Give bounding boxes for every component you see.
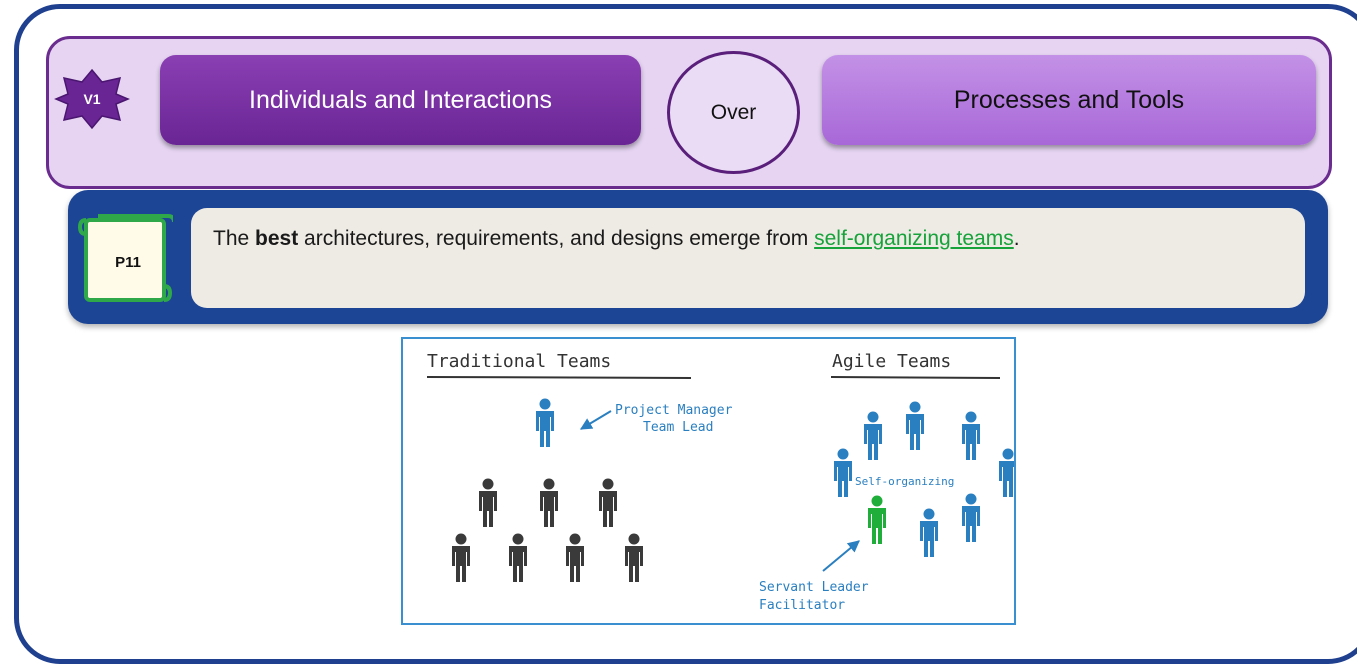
team-member-person-icon (566, 533, 584, 582)
principle-badge-label: P11 (115, 253, 141, 271)
value-badge-label: V1 (83, 91, 101, 107)
value-right-pill: Processes and Tools (822, 55, 1316, 145)
agile-underline (830, 376, 1001, 379)
agile-member-person-icon (999, 448, 1014, 497)
project-manager-label: Project Manager (615, 403, 733, 418)
team-member-person-icon (540, 478, 558, 527)
agile-member-person-icon (962, 493, 980, 542)
team-member-person-icon (452, 533, 470, 582)
servant-leader-person-icon (868, 495, 886, 544)
agile-member-person-icon (906, 401, 924, 450)
facilitator-label: Facilitator (759, 598, 845, 613)
servant-leader-arrow (822, 540, 860, 572)
value-left-pill: Individuals and Interactions (160, 55, 641, 145)
agile-member-person-icon (864, 411, 882, 460)
agile-member-person-icon (834, 448, 852, 497)
principle-text-bold: best (255, 227, 299, 250)
agile-member-person-icon (962, 411, 980, 460)
value-connector-circle: Over (667, 51, 800, 174)
principle-text-post: . (1013, 227, 1020, 250)
traditional-underline (426, 376, 692, 379)
team-member-person-icon (479, 478, 497, 527)
traditional-teams-title: Traditional Teams (427, 351, 611, 372)
principle-text-pre: The (213, 227, 256, 250)
team-member-person-icon (599, 478, 617, 527)
scroll-icon (78, 214, 173, 302)
teams-illustration: Traditional Teams Agile Teams Project Ma… (401, 337, 1016, 625)
agile-member-person-icon (920, 508, 938, 557)
servant-leader-label: Servant Leader (759, 580, 869, 595)
agile-teams-title: Agile Teams (832, 351, 951, 372)
team-member-person-icon (509, 533, 527, 582)
value-badge-star-icon (54, 68, 130, 130)
principle-text-mid: architectures, requirements, and designs… (298, 227, 815, 250)
manager-arrow (579, 410, 612, 430)
team-member-person-icon (625, 533, 643, 582)
project-manager-person-icon (536, 398, 554, 447)
self-organizing-teams-link[interactable]: self-organizing teams (814, 227, 1014, 250)
principle-text: The best architectures, requirements, an… (191, 208, 1305, 308)
self-organizing-label: Self-organizing (855, 475, 954, 488)
team-lead-label: Team Lead (643, 420, 713, 435)
